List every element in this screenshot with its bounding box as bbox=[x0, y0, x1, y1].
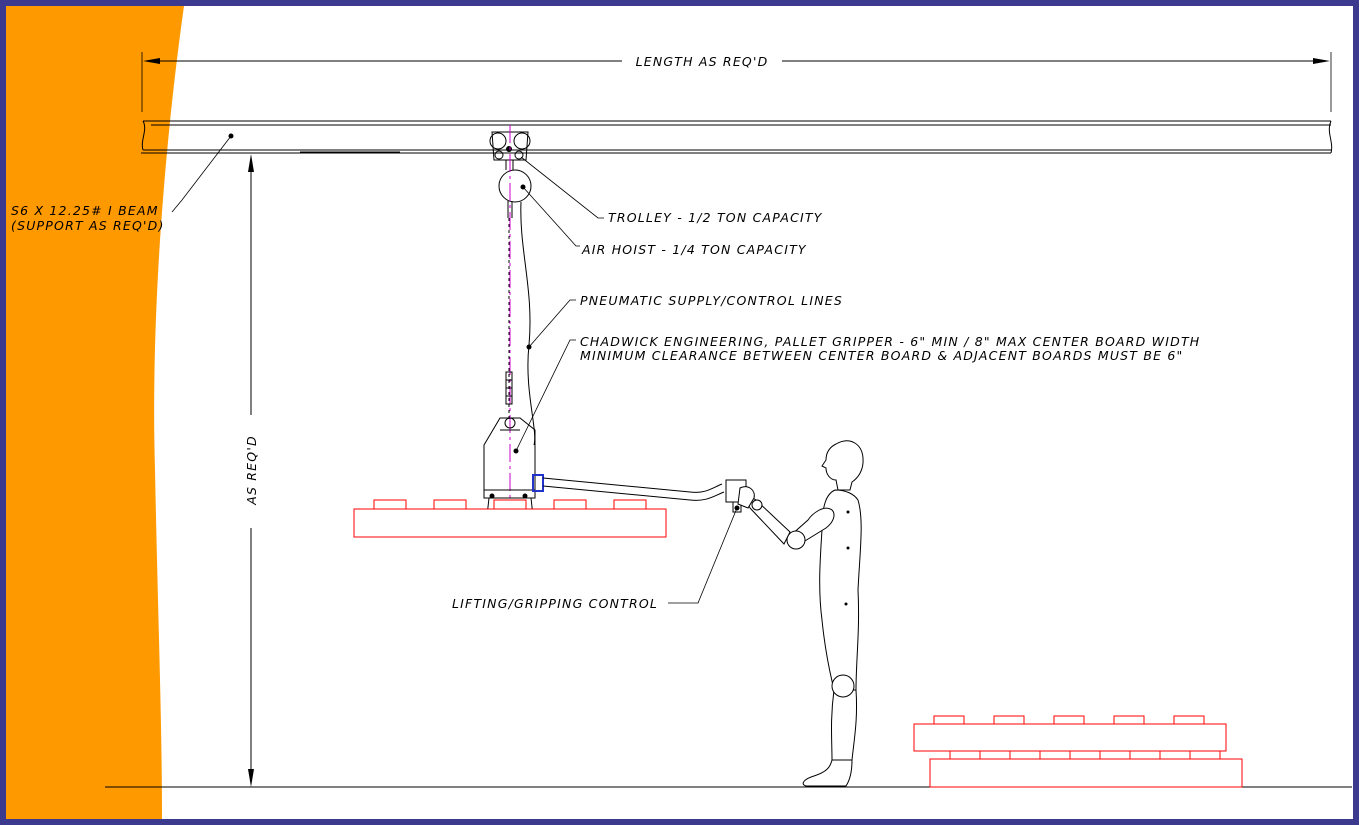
i-beam bbox=[141, 120, 1333, 154]
air-hoist-callout: AIR HOIST - 1/4 TON CAPACITY bbox=[581, 242, 807, 257]
trolley-callout: TROLLEY - 1/2 TON CAPACITY bbox=[608, 210, 823, 225]
pneumatic-line bbox=[520, 201, 536, 446]
beam-callout-line2: (SUPPORT AS REQ'D) bbox=[11, 218, 165, 233]
control-hose bbox=[542, 477, 723, 493]
height-dimension: AS REQ'D bbox=[232, 152, 268, 787]
control-callout: LIFTING/GRIPPING CONTROL bbox=[452, 596, 658, 611]
air-hoist bbox=[498, 160, 532, 218]
pallet-stack bbox=[913, 715, 1243, 788]
callout-leaders bbox=[171, 135, 738, 604]
height-dimension-label: AS REQ'D bbox=[244, 435, 259, 506]
lifted-pallet bbox=[353, 499, 667, 538]
operator-figure bbox=[737, 440, 864, 787]
hoist-chain bbox=[505, 218, 513, 420]
gripper-callout-line2: MINIMUM CLEARANCE BETWEEN CENTER BOARD &… bbox=[580, 348, 1183, 363]
orange-side-panel bbox=[6, 6, 184, 819]
beam-callout-line1: S6 X 12.25# I BEAM bbox=[11, 203, 159, 218]
trolley bbox=[489, 131, 531, 161]
gripper-callout-line1: CHADWICK ENGINEERING, PALLET GRIPPER - 6… bbox=[580, 334, 1200, 349]
pneumatic-callout: PNEUMATIC SUPPLY/CONTROL LINES bbox=[580, 293, 843, 308]
length-dimension-label: LENGTH AS REQ'D bbox=[636, 54, 769, 69]
length-dimension: LENGTH AS REQ'D bbox=[141, 52, 1332, 112]
